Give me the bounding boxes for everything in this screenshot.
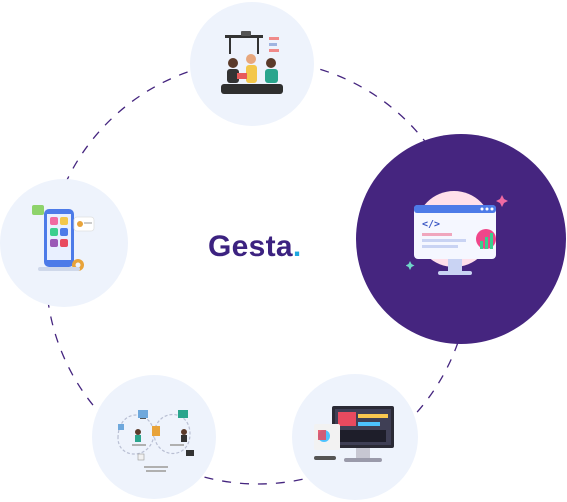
desktop-design-icon [314,406,394,462]
team-presentation-icon [221,31,283,94]
node-team-meeting[interactable] [190,2,314,126]
mobile-app-icon [32,205,95,271]
brand-logo-dot: . [292,230,302,263]
node-workflow[interactable] [92,375,216,499]
process-flow-icon [117,410,194,472]
node-design-tools[interactable] [292,374,418,500]
svg-text:</>: </> [422,219,440,230]
code-monitor-icon: </> [406,191,508,275]
node-mobile-apps[interactable] [0,179,128,307]
brand-logo: Gesta. [208,232,302,262]
brand-logo-text: Gesta [208,230,293,263]
node-web-development[interactable]: </> [356,134,566,344]
